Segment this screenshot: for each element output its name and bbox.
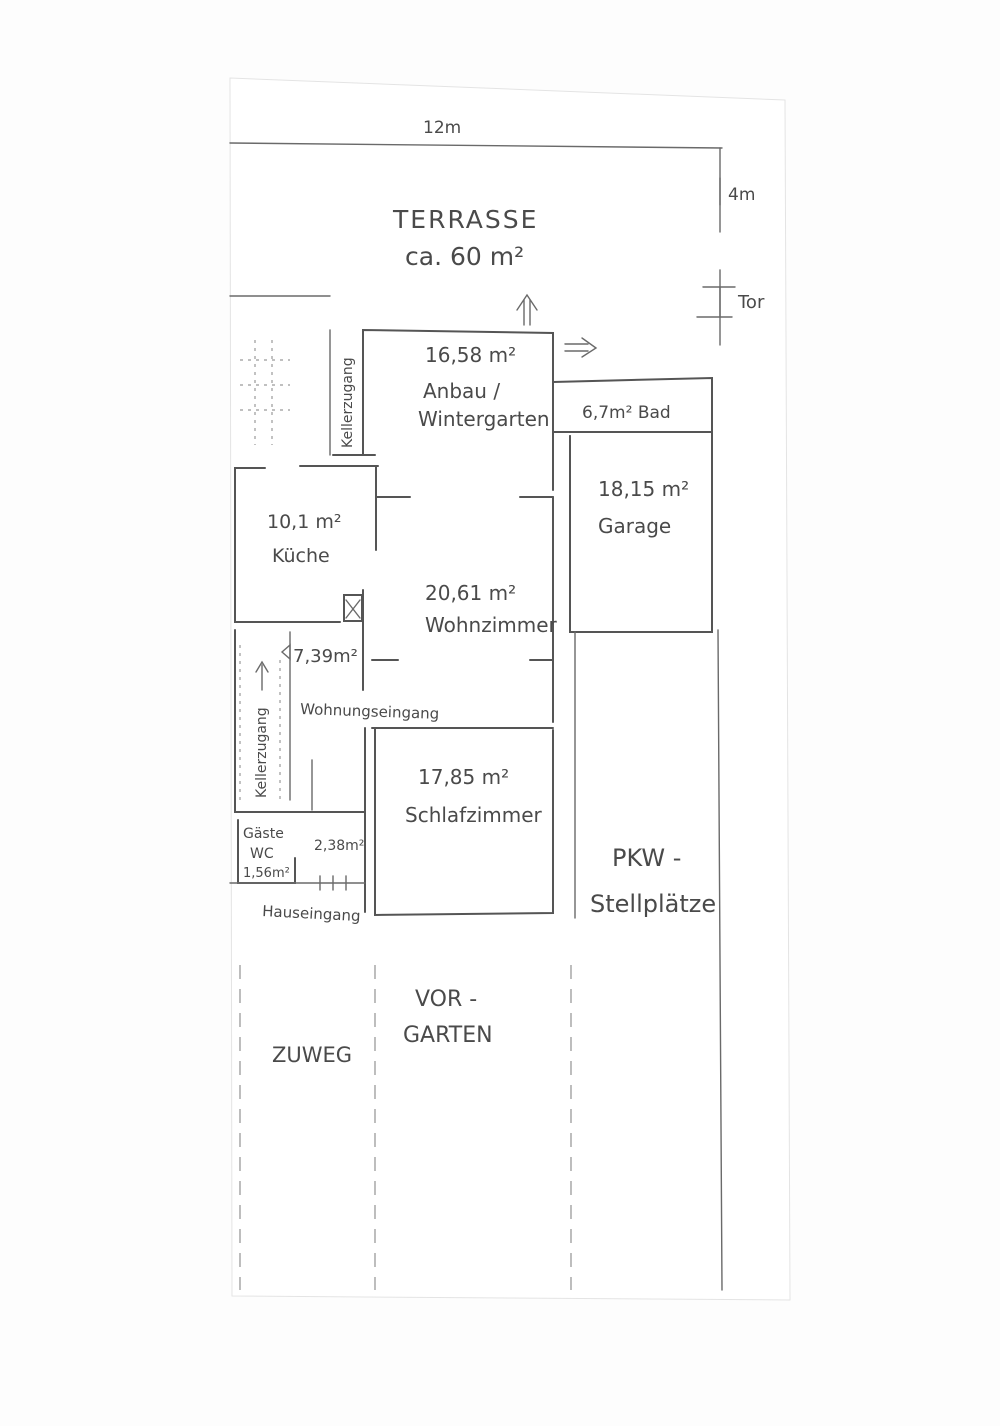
guest-wc-label-2: WC — [250, 846, 274, 862]
property-top-line — [229, 142, 723, 149]
bedroom-walls — [374, 727, 554, 917]
width-dimension-label: 12m — [423, 118, 461, 138]
living-name: Wohnzimmer — [425, 613, 558, 637]
terrace-area: ca. 60 m² — [405, 242, 524, 271]
front-garden-label-2: GARTEN — [403, 1023, 493, 1048]
corridor-area: 2,38m² — [314, 838, 364, 854]
kitchen-walls — [234, 467, 341, 623]
winter-garden-name-1: Anbau / — [423, 379, 500, 403]
depth-dimension-label: 4m — [728, 185, 755, 205]
paper-sheet — [229, 77, 791, 1301]
chimney-icon — [343, 594, 363, 622]
garage-name: Garage — [598, 514, 671, 538]
hall-area: 7,39m² — [293, 646, 358, 667]
apartment-entrance-label: Wohnungseingang — [300, 700, 440, 723]
bedroom-area: 17,85 m² — [418, 765, 509, 789]
guest-wc-label-1: Gäste — [243, 826, 284, 842]
property-right-line-parking — [717, 629, 723, 1291]
hall-stair-dashes — [239, 645, 281, 800]
arrow-up-icon — [516, 293, 538, 326]
hall-walls — [234, 629, 366, 813]
garage-area: 18,15 m² — [598, 477, 689, 501]
house-entrance-label: Hauseingang — [262, 902, 361, 925]
guest-wc-area: 1,56m² — [243, 866, 290, 881]
front-garden-label-1: VOR - — [415, 987, 477, 1012]
parking-label-2: Stellplätze — [590, 890, 716, 918]
bath-label: 6,7m² Bad — [582, 403, 671, 423]
gate-label: Tor — [737, 292, 765, 313]
front-garden-dashed-lines — [239, 965, 572, 1290]
entrance-door-ticks — [319, 875, 347, 891]
winter-garden-name-2: Wintergarten — [418, 407, 550, 431]
arrow-right-icon — [564, 337, 598, 358]
path-label: ZUWEG — [272, 1043, 352, 1067]
winter-garden-area: 16,58 m² — [425, 343, 516, 367]
arrow-up-small-icon — [255, 660, 269, 691]
cellar-access-bottom-label: Kellerzugang — [254, 707, 270, 798]
parking-label-1: PKW - — [612, 844, 681, 872]
kitchen-name: Küche — [272, 545, 330, 567]
arrow-left-icon — [280, 643, 291, 661]
cellar-access-top-label: Kellerzugang — [340, 357, 356, 448]
terrace-name: TERRASSE — [392, 205, 538, 234]
living-area: 20,61 m² — [425, 581, 516, 605]
bedroom-name: Schlafzimmer — [405, 803, 543, 827]
stair-dashes — [240, 340, 290, 445]
kitchen-area: 10,1 m² — [267, 511, 341, 533]
winter-garden-walls — [362, 328, 554, 491]
